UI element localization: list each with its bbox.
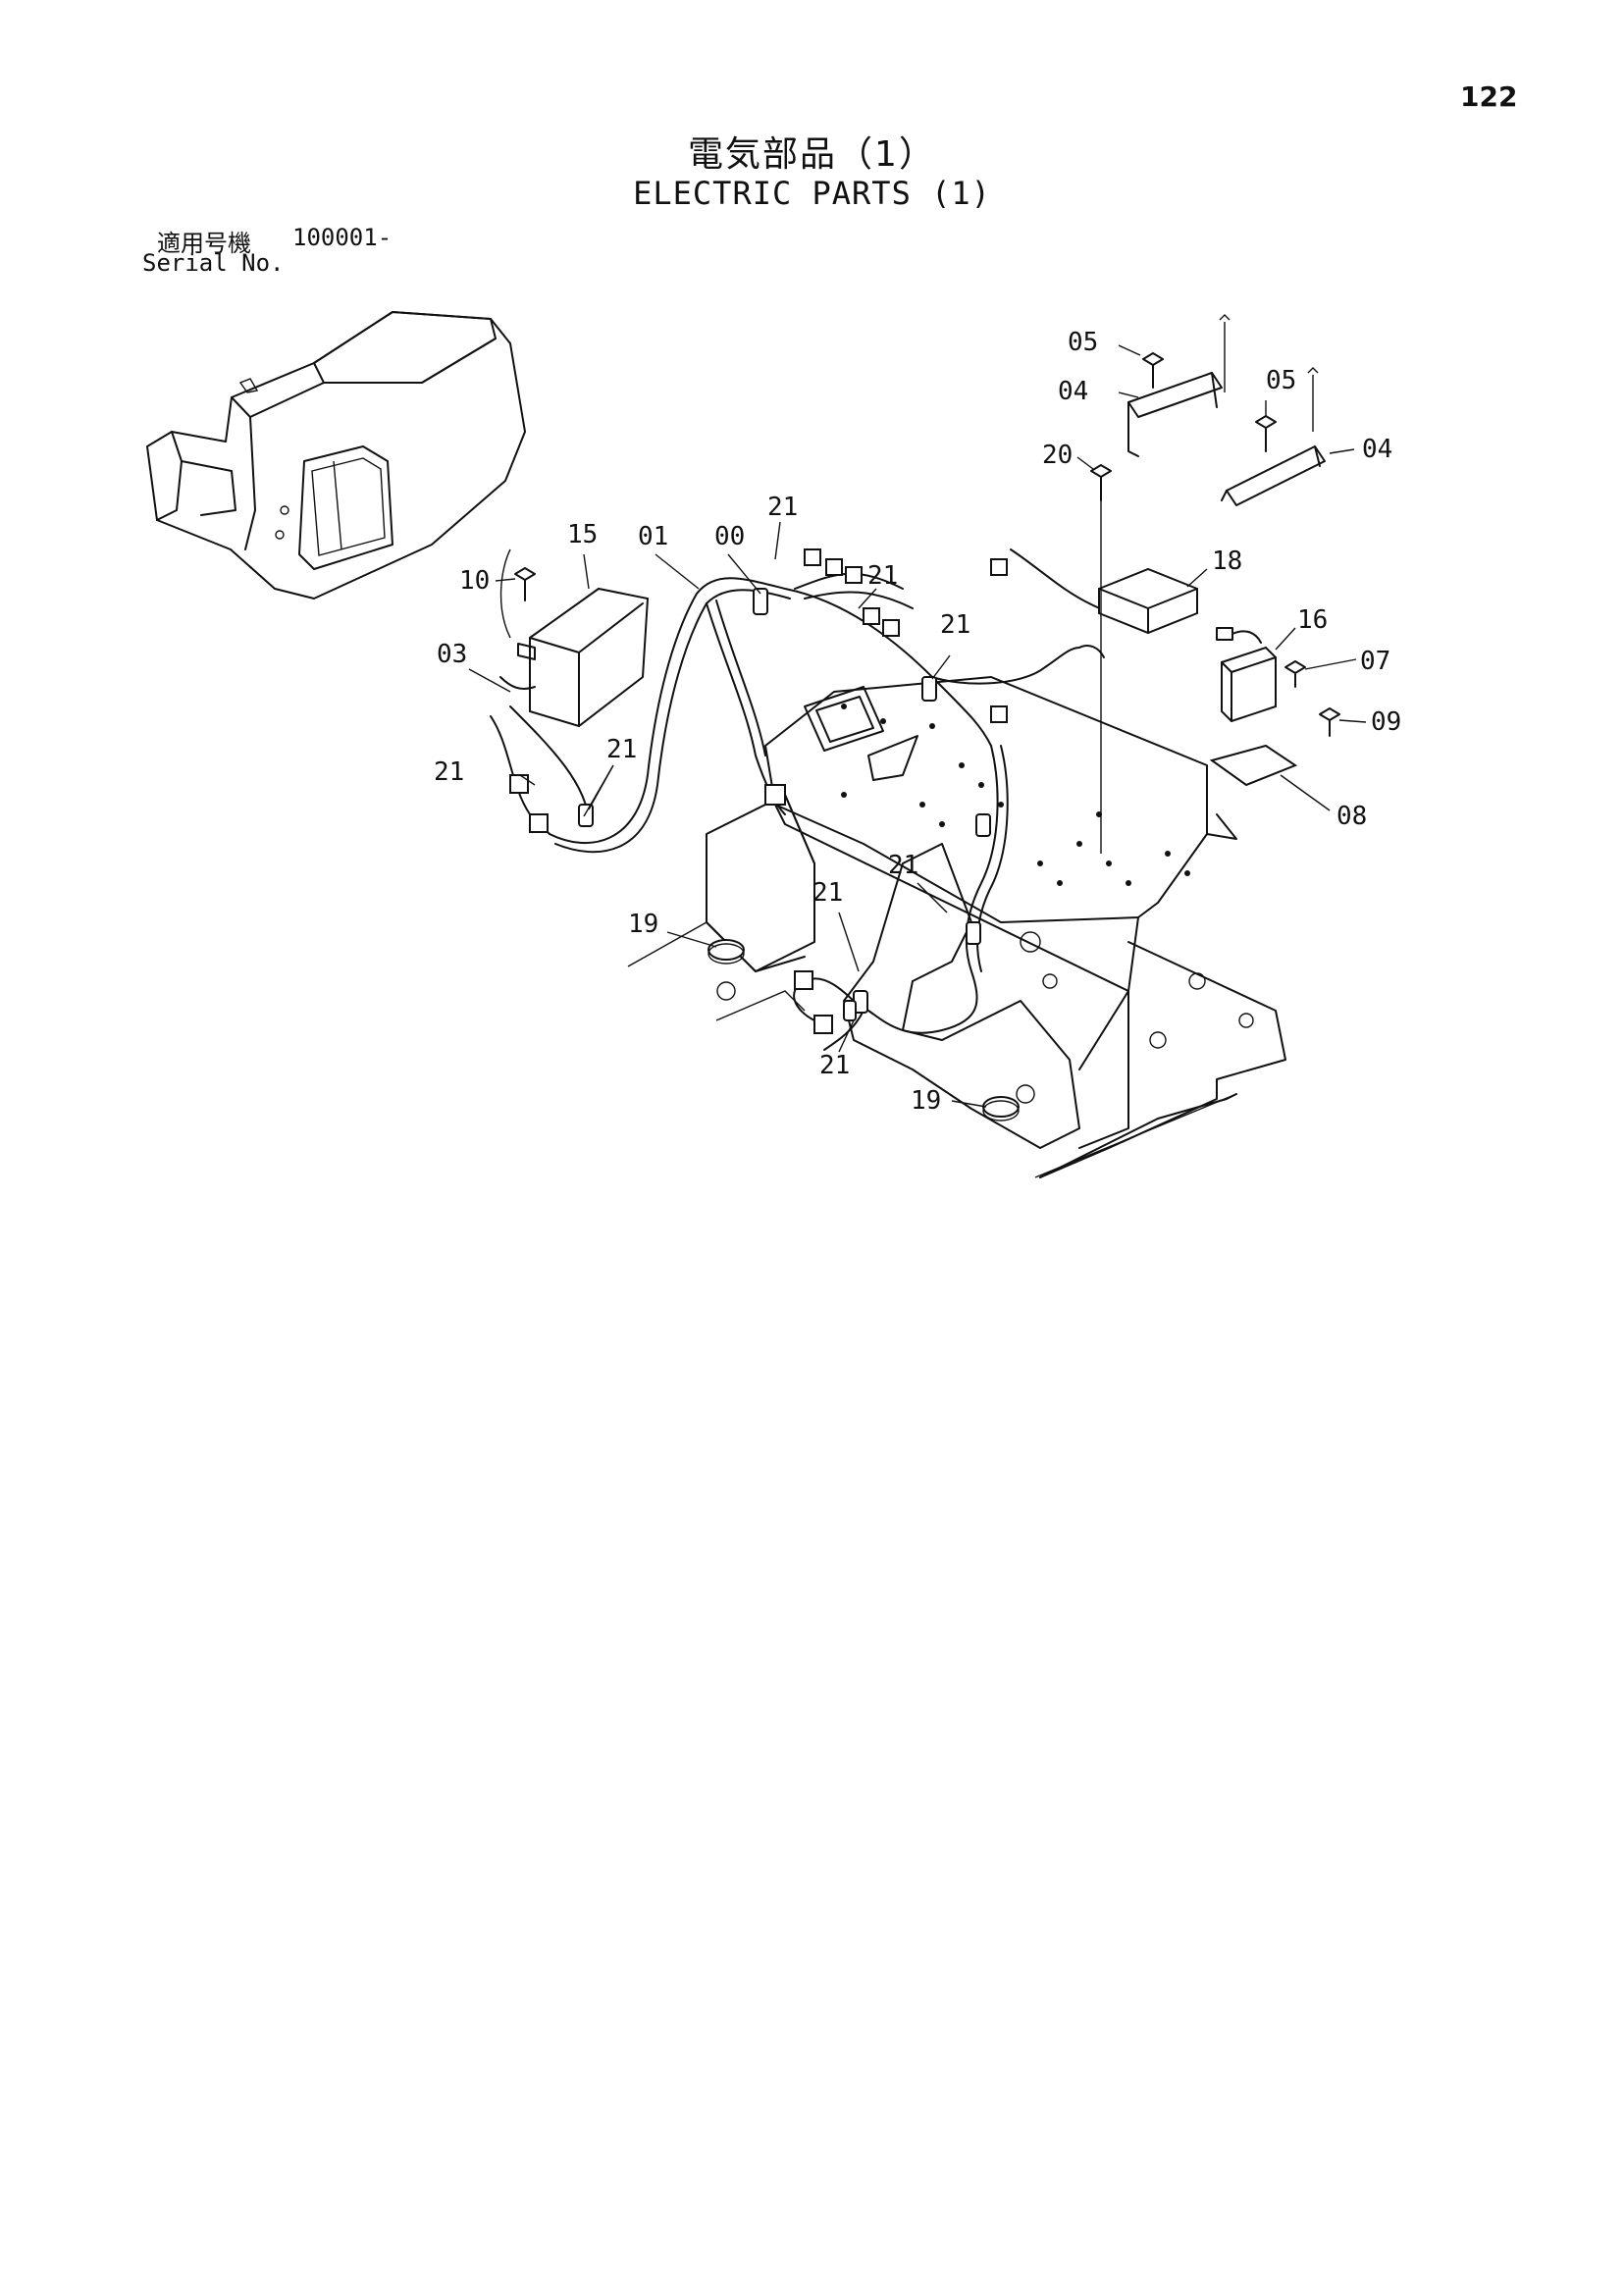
callout-03: 03 bbox=[437, 640, 467, 669]
callout-09: 09 bbox=[1371, 707, 1401, 737]
callout-21-connectors: 21 bbox=[867, 561, 898, 591]
leader-lines bbox=[468, 344, 1367, 1108]
callout-07: 07 bbox=[1360, 647, 1390, 676]
relay-module-drawing bbox=[1098, 567, 1198, 635]
callout-04-upper: 04 bbox=[1058, 377, 1088, 406]
callout-21-left: 21 bbox=[434, 757, 464, 787]
fastener-drawings bbox=[499, 314, 1340, 854]
callout-05-upper: 05 bbox=[1068, 328, 1098, 357]
callout-00: 00 bbox=[714, 522, 745, 551]
callout-21-top: 21 bbox=[767, 493, 798, 522]
callout-05-right: 05 bbox=[1266, 366, 1296, 395]
callout-19-bottom: 19 bbox=[911, 1086, 941, 1116]
callout-21-bottom: 21 bbox=[819, 1051, 850, 1080]
callout-20: 20 bbox=[1042, 441, 1073, 470]
callout-21-left-upper: 21 bbox=[606, 735, 637, 764]
callout-21-lower: 21 bbox=[812, 878, 843, 908]
callout-01: 01 bbox=[638, 522, 668, 551]
callout-18: 18 bbox=[1212, 547, 1242, 576]
serial-label-japanese: 適用号機 bbox=[157, 230, 251, 257]
callout-21-center: 21 bbox=[888, 851, 918, 880]
controller-box-drawing bbox=[517, 587, 650, 728]
callout-16: 16 bbox=[1297, 605, 1328, 635]
title-japanese: 電気部品（1） bbox=[688, 134, 936, 175]
switch-assembly-drawing bbox=[1209, 627, 1298, 787]
callout-labels: 05 04 05 04 20 15 01 00 21 10 21 18 21 1… bbox=[434, 328, 1401, 1116]
machine-overview-drawing bbox=[146, 311, 526, 600]
upper-frame-drawing bbox=[627, 676, 1286, 1178]
callout-10: 10 bbox=[459, 566, 490, 596]
callout-21-middle: 21 bbox=[940, 610, 970, 640]
callout-15: 15 bbox=[567, 520, 598, 549]
serial-label-english: Serial No. bbox=[142, 249, 285, 277]
serial-number-value: 100001- bbox=[292, 224, 393, 251]
title-english: ELECTRIC PARTS (1) bbox=[633, 175, 991, 212]
bracket-drawings bbox=[1127, 372, 1326, 506]
page-number: 122 bbox=[1460, 80, 1518, 113]
callout-04-right: 04 bbox=[1362, 435, 1392, 464]
wiring-harness-drawing bbox=[490, 548, 1139, 1051]
callout-08: 08 bbox=[1336, 802, 1367, 831]
callout-19-left: 19 bbox=[628, 910, 658, 939]
rubber-cap-drawings bbox=[707, 939, 1020, 1121]
